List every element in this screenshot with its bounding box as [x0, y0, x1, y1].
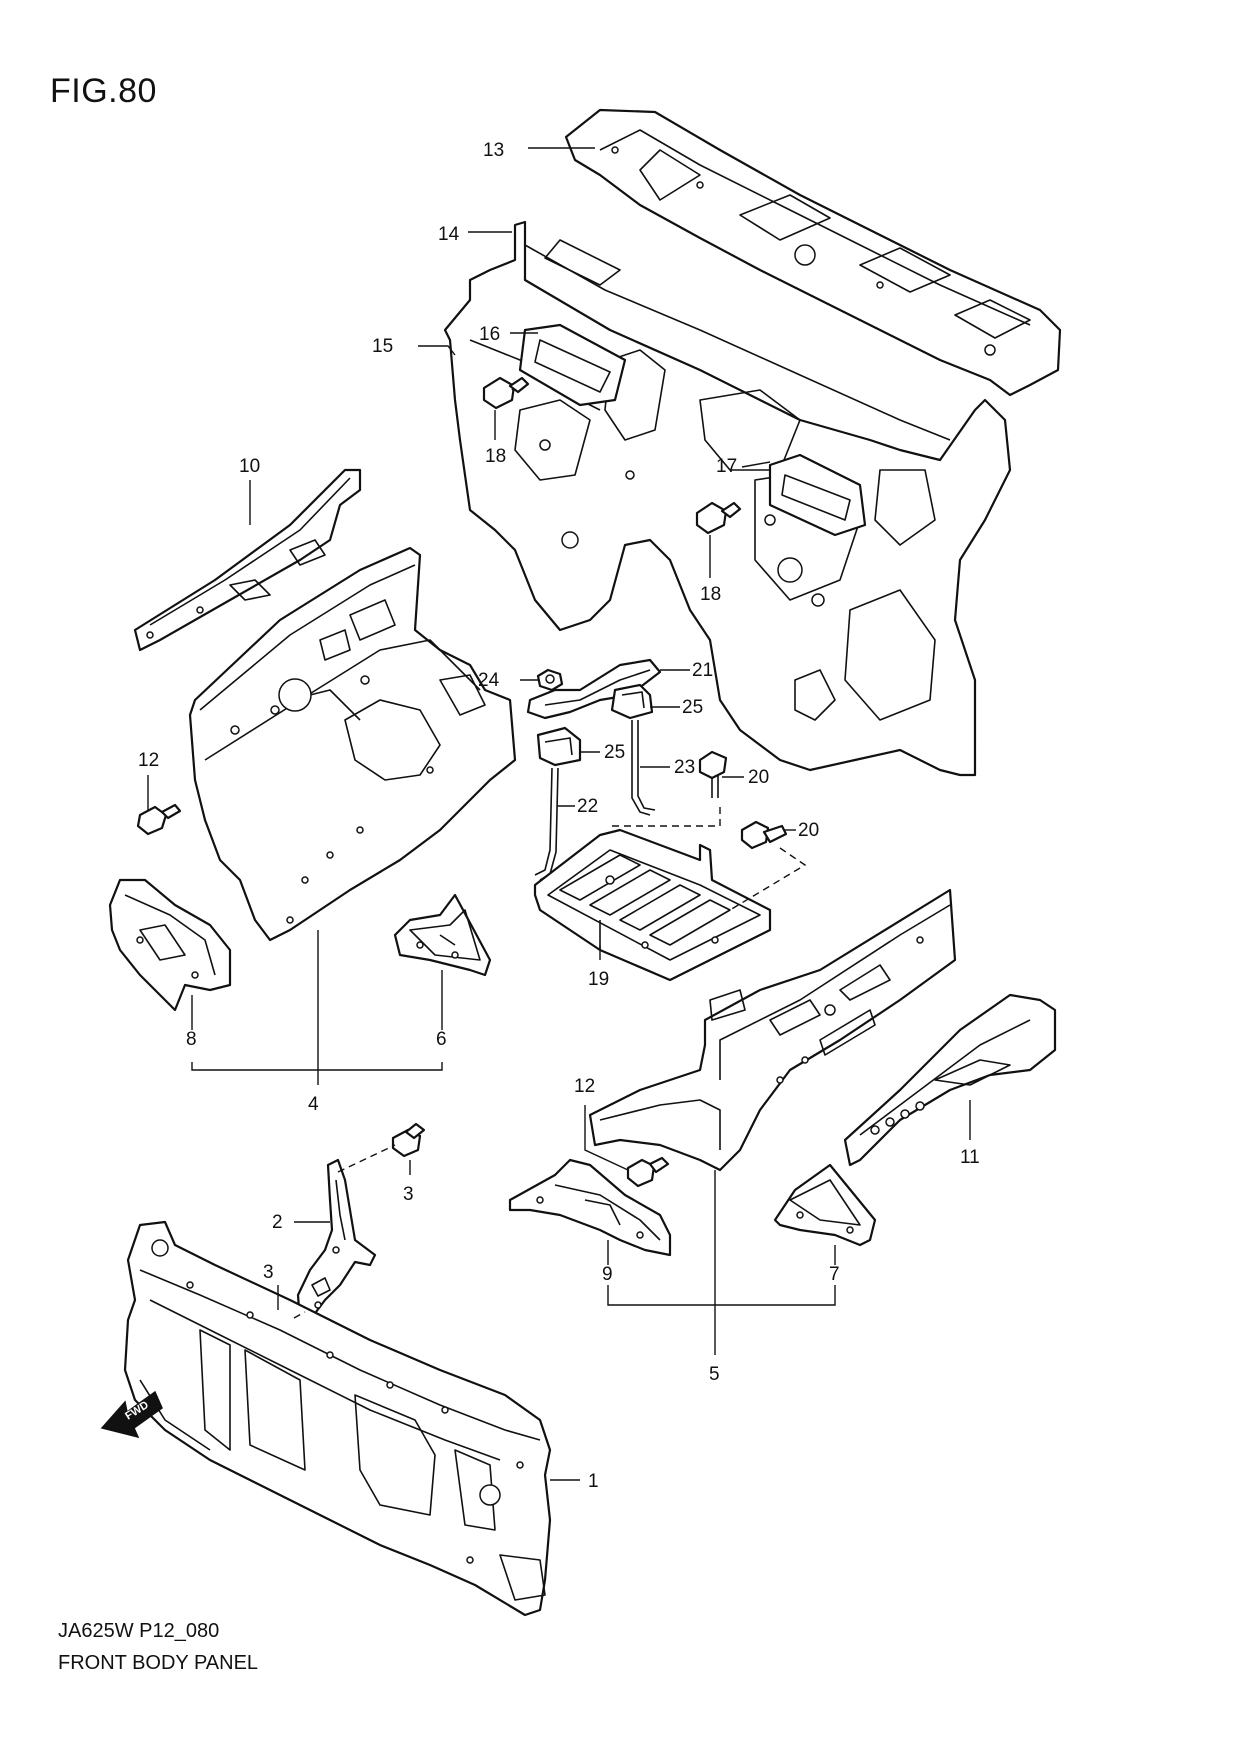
- callout-18-upper: 18: [485, 446, 506, 467]
- callout-19: 19: [588, 969, 609, 990]
- bolt-3-upper[interactable]: [391, 1122, 426, 1158]
- callout-22: 22: [577, 796, 598, 817]
- callout-labels: 13 14 15 16 18 17 18 10 12 24 21 25 25 2…: [138, 140, 980, 1492]
- callout-13: 13: [483, 140, 504, 161]
- callout-14: 14: [438, 224, 460, 245]
- callout-4: 4: [308, 1094, 319, 1115]
- bolt-18-upper[interactable]: [482, 376, 530, 410]
- hook-rod-23[interactable]: [631, 720, 656, 816]
- callout-15: 15: [372, 336, 393, 357]
- callout-3-upper: 3: [403, 1184, 414, 1205]
- gusset-7[interactable]: [773, 1163, 877, 1247]
- callout-18-lower: 18: [700, 584, 721, 605]
- fender-apron-left[interactable]: [188, 546, 517, 942]
- callout-24: 24: [478, 670, 500, 691]
- callout-10: 10: [239, 456, 260, 477]
- nut-24[interactable]: [536, 668, 564, 692]
- callout-25-lower: 25: [604, 742, 625, 763]
- radiator-support-panel[interactable]: [123, 1220, 552, 1617]
- diagram-name: FRONT BODY PANEL: [58, 1652, 259, 1674]
- bolt-20-lower[interactable]: [740, 820, 788, 850]
- diagram-code: JA625W P12_080: [58, 1620, 220, 1642]
- clamp-25-upper[interactable]: [610, 683, 654, 720]
- callout-2: 2: [272, 1212, 283, 1233]
- grommet-cover-16[interactable]: [518, 323, 627, 407]
- callout-20-lower: 20: [798, 820, 819, 841]
- callout-11: 11: [960, 1147, 980, 1168]
- grommet-cover-17[interactable]: [768, 453, 867, 537]
- bracket-9[interactable]: [508, 1158, 672, 1257]
- callout-12-right: 12: [574, 1076, 595, 1097]
- callout-23: 23: [674, 757, 695, 778]
- callout-21: 21: [692, 660, 713, 681]
- bracket-2[interactable]: [296, 1158, 377, 1324]
- forward-direction-arrow-icon: FWD: [100, 1390, 163, 1439]
- callout-7: 7: [829, 1264, 840, 1285]
- bracket-8[interactable]: [108, 878, 232, 1012]
- leader-lines: [147, 147, 971, 1481]
- callout-20-upper: 20: [748, 767, 769, 788]
- bolt-18-lower[interactable]: [695, 501, 742, 535]
- battery-holder-21[interactable]: [526, 658, 662, 720]
- gusset-6[interactable]: [393, 893, 492, 977]
- side-member-11[interactable]: [843, 993, 1057, 1167]
- dashed-alignment-lines: [293, 805, 807, 1319]
- callout-17: 17: [716, 456, 737, 477]
- callout-9: 9: [602, 1264, 613, 1285]
- side-member-10[interactable]: [133, 468, 362, 652]
- callout-6: 6: [436, 1029, 447, 1050]
- clamp-25-lower[interactable]: [536, 726, 582, 767]
- callout-1: 1: [588, 1471, 599, 1492]
- callout-3-lower: 3: [263, 1262, 274, 1283]
- fender-apron-right[interactable]: [588, 888, 957, 1172]
- bolt-12-right[interactable]: [626, 1156, 670, 1188]
- bolt-12-left[interactable]: [136, 803, 182, 836]
- hook-rod-22[interactable]: [534, 767, 559, 881]
- callout-25-upper: 25: [682, 697, 703, 718]
- callout-12-left: 12: [138, 750, 159, 771]
- figure-title: FIG.80: [50, 72, 157, 110]
- callout-16: 16: [479, 324, 500, 345]
- callout-5: 5: [709, 1364, 720, 1385]
- callout-8: 8: [186, 1029, 197, 1050]
- battery-tray-19[interactable]: [533, 828, 772, 982]
- cowl-top-panel[interactable]: [564, 108, 1062, 397]
- bolt-20-upper[interactable]: [698, 750, 728, 798]
